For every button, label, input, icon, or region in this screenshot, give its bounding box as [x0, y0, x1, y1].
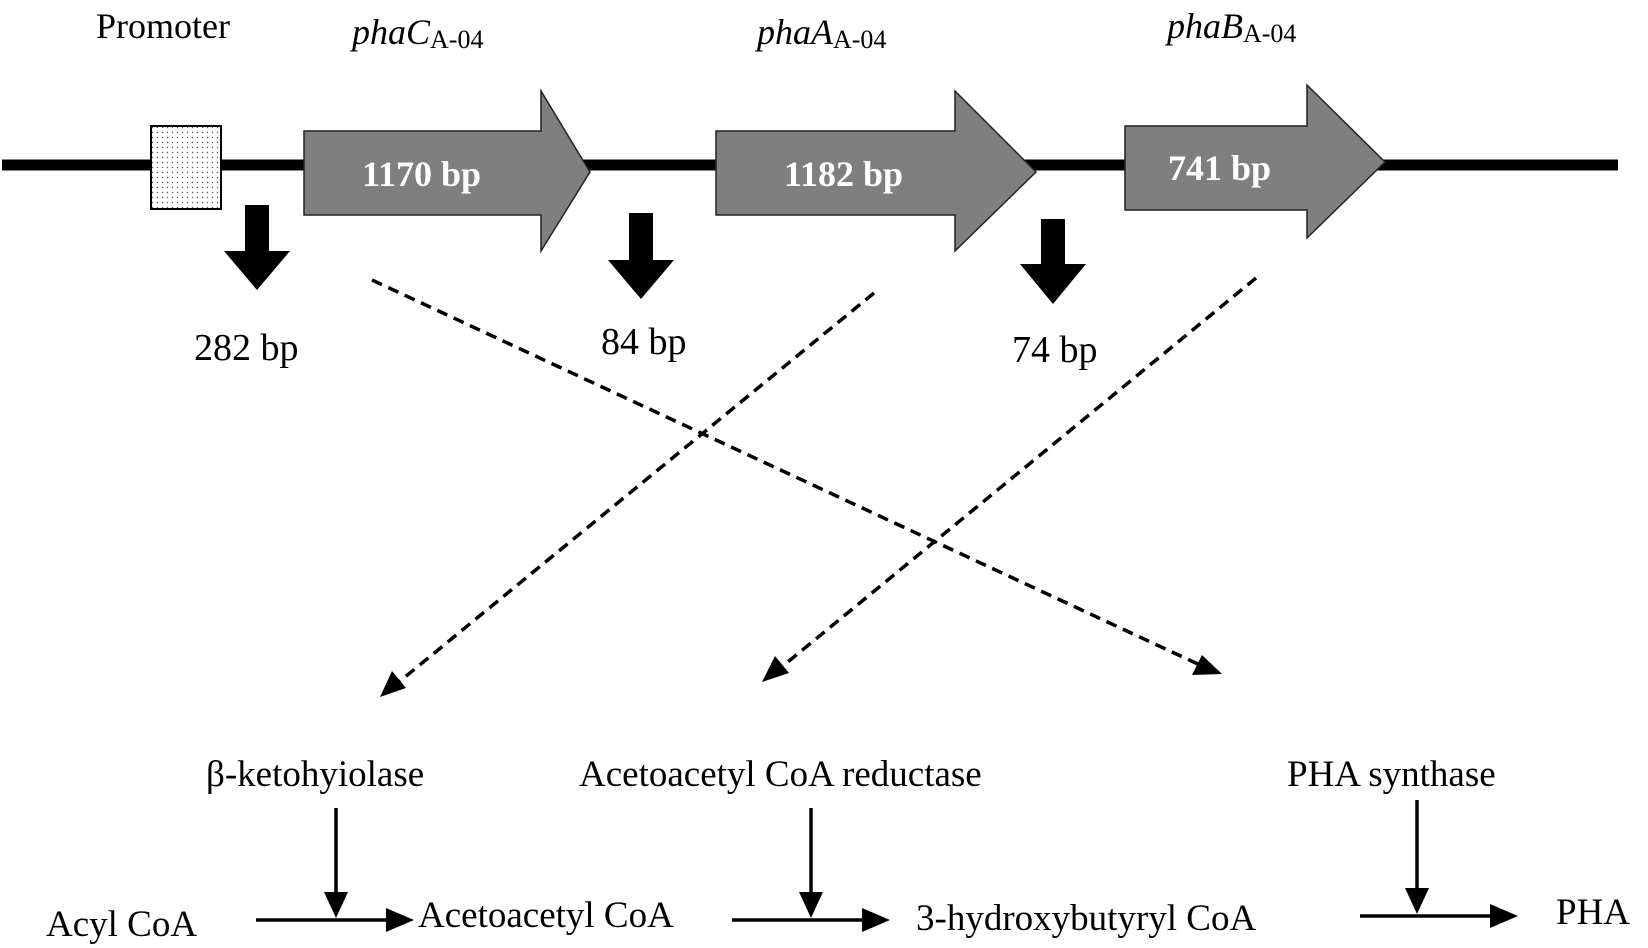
compound-pha: PHA [1556, 892, 1630, 933]
enzyme-synthase: PHA synthase [1287, 754, 1496, 795]
compound-acetoacetyl-coa: Acetoacetyl CoA [418, 895, 674, 936]
enzyme-arrowhead-ketothiolase [324, 892, 348, 918]
dashed-link-phaB-reductase [776, 276, 1258, 672]
spacer-label-1: 282 bp [194, 327, 299, 369]
gene-size-phaB: 741 bp [1168, 148, 1271, 188]
compound-3-hydroxybutyryl-coa: 3-hydroxybutyryl CoA [916, 898, 1256, 939]
gene-size-phaC: 1170 bp [362, 154, 481, 194]
spacer-arrow-3 [1020, 219, 1086, 304]
pathway-arrowhead-2 [862, 908, 890, 932]
pathway-arrowhead-3 [1490, 904, 1518, 928]
enzyme-arrowhead-reductase [799, 892, 823, 918]
dashed-link-phaC-synthase [371, 278, 1201, 667]
spacer-arrow-2 [608, 213, 674, 299]
gene-arrow-phaB [1124, 83, 1387, 240]
spacer-label-3: 74 bp [1012, 329, 1098, 371]
dashed-arrowhead-reductase [762, 656, 789, 682]
spacer-label-2: 84 bp [601, 321, 687, 363]
gene-name-phaC: phaCA-04 [349, 12, 483, 54]
enzyme-reductase: Acetoacetyl CoA reductase [579, 754, 982, 795]
gene-arrow-phaC [303, 88, 591, 254]
dashed-arrowhead-ketothiolase [380, 671, 406, 697]
spacer-arrow-1 [224, 205, 290, 290]
enzyme-arrowhead-synthase [1405, 888, 1429, 914]
enzyme-ketothiolase: β-ketohyiolase [206, 754, 424, 795]
gene-arrow-phaA [715, 89, 1038, 253]
compound-acyl-coa: Acyl CoA [46, 904, 197, 945]
pathway-arrowhead-1 [386, 908, 414, 932]
gene-size-phaA: 1182 bp [784, 154, 903, 194]
gene-name-phaA: phaAA-04 [754, 12, 886, 54]
gene-name-phaB: phaBA-04 [1164, 6, 1296, 48]
dashed-link-phaA-ketothiolase [392, 291, 876, 688]
promoter-box [150, 125, 222, 210]
promoter-label: Promoter [96, 6, 230, 46]
dashed-arrowhead-synthase [1192, 655, 1222, 675]
